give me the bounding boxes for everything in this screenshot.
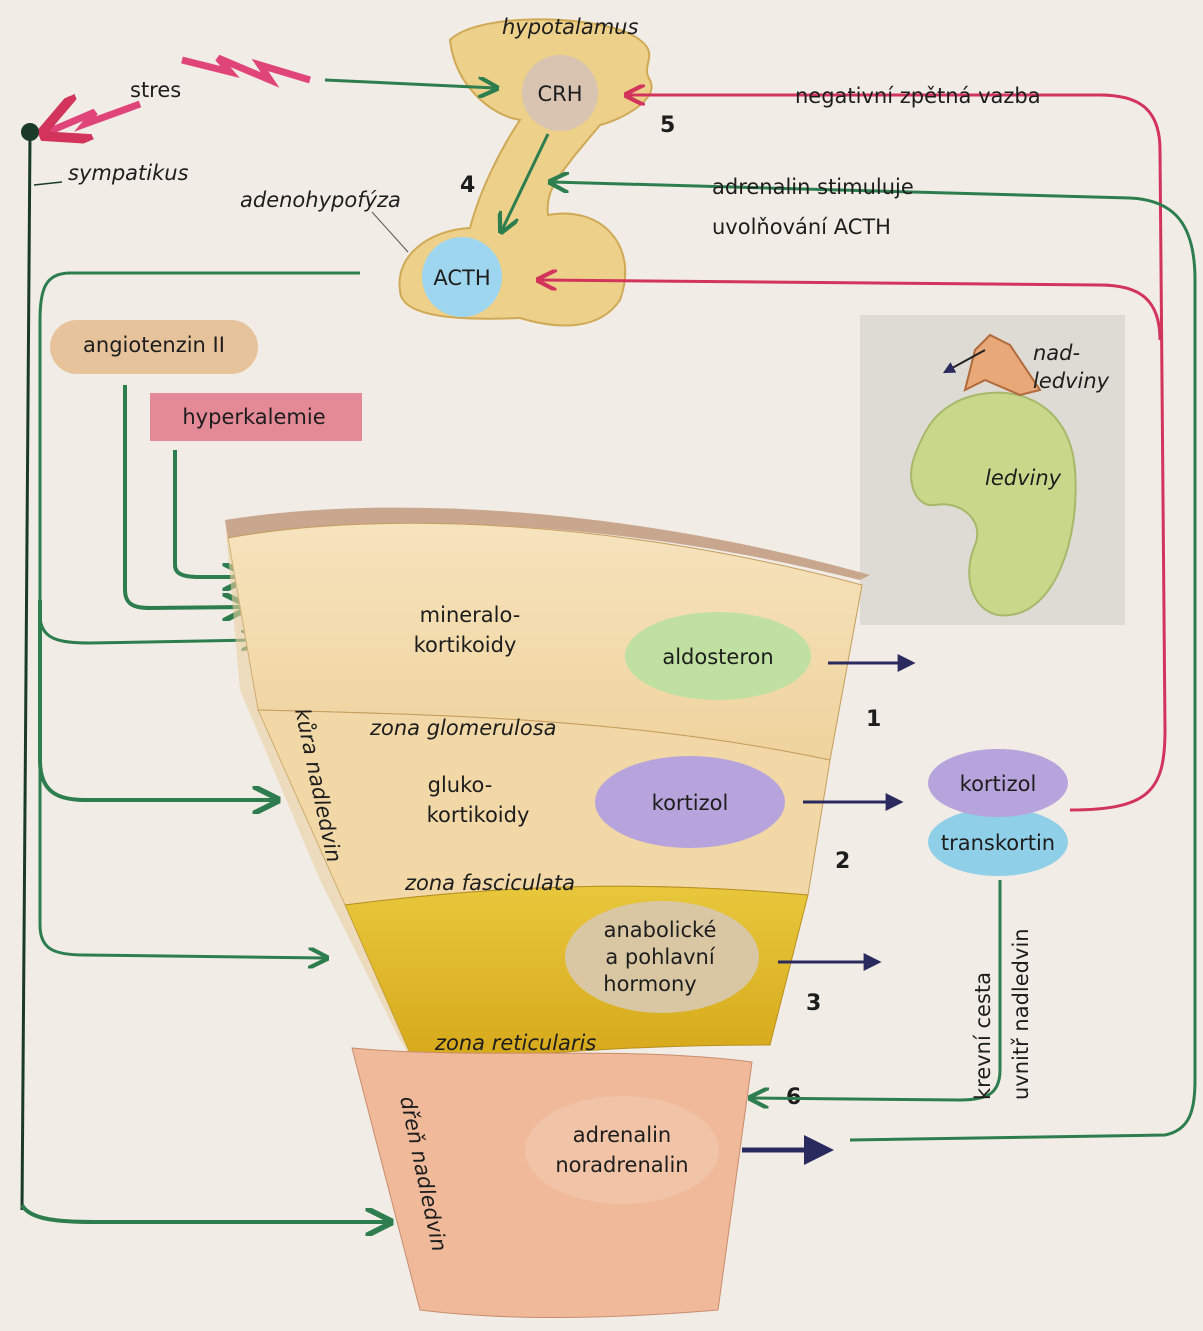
angiotenzin-label: angiotenzin II [83, 333, 225, 357]
stres-label: stres [130, 78, 181, 102]
step-3: 3 [806, 991, 821, 1016]
negative-feedback-label: negativní zpětná vazba [795, 84, 1041, 108]
adrenalin-label: adrenalin [573, 1123, 671, 1147]
kortizol-bound-label: kortizol [960, 772, 1037, 796]
step-5: 5 [660, 113, 675, 138]
crh-label: CRH [537, 82, 582, 106]
sympatikus-label: sympatikus [68, 161, 189, 185]
nadledviny-line1: nad- [1033, 341, 1080, 365]
zona-fasciculata-label: zona fasciculata [404, 871, 575, 895]
krevni-cesta-label: krevní cesta [971, 972, 995, 1100]
anabolicke-line3: hormony [603, 972, 696, 996]
step-1: 1 [866, 707, 881, 732]
zona-reticularis-label: zona reticularis [434, 1031, 596, 1055]
adenohypofyza-label: adenohypofýza [240, 188, 401, 212]
step-4: 4 [460, 173, 475, 198]
mineralo-line2: kortikoidy [414, 633, 517, 657]
gluko-line2: kortikoidy [427, 803, 530, 827]
ledviny-label: ledviny [985, 466, 1062, 490]
noradrenalin-label: noradrenalin [555, 1153, 688, 1177]
adrenalin-stimuluje-line1: adrenalin stimuluje [712, 175, 914, 199]
transkortin-label: transkortin [941, 831, 1055, 855]
hypotalamus-label: hypotalamus [502, 15, 638, 39]
hyperkalemie-label: hyperkalemie [182, 405, 325, 429]
step-2: 2 [835, 849, 850, 874]
adrenalin-stimuluje-line2: uvolňování ACTH [712, 215, 891, 239]
anabolicke-line1: anabolické [604, 918, 717, 942]
anabolicke-line2: a pohlavní [605, 945, 715, 969]
mineralo-line1: mineralo- [420, 603, 521, 627]
uvnitr-nadledvin-label: uvnitř nadledvin [1009, 928, 1033, 1100]
gluko-line1: gluko- [428, 773, 493, 797]
nadledviny-line2: ledviny [1033, 369, 1110, 393]
zona-glomerulosa-label: zona glomerulosa [369, 716, 557, 740]
acth-label: ACTH [433, 266, 490, 290]
kortizol-label: kortizol [652, 791, 729, 815]
adrenalin-ellipse [525, 1096, 719, 1204]
aldosteron-label: aldosteron [662, 645, 773, 669]
